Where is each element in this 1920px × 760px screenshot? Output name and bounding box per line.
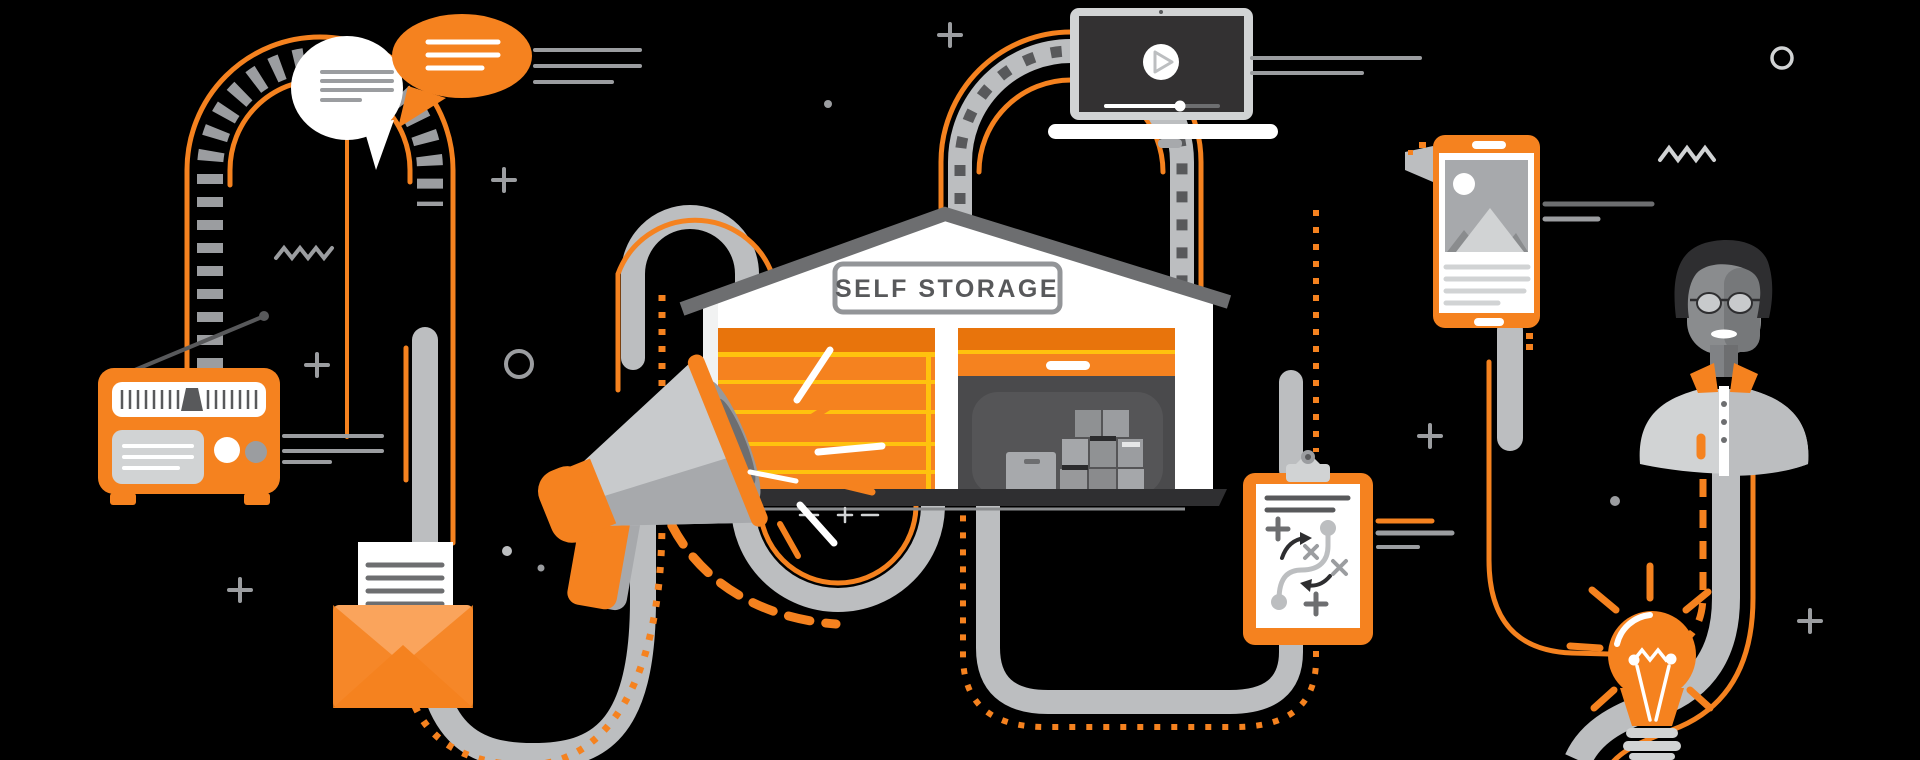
avatar-hair <box>1674 240 1773 318</box>
radio-dial-needle <box>181 388 203 411</box>
avatar-smile <box>1711 329 1737 339</box>
smartphone-icon <box>1405 135 1655 451</box>
bulb-highlight <box>1614 612 1653 647</box>
idea-rays <box>1566 562 1714 712</box>
envelope-flap <box>333 645 473 708</box>
dotted-trail <box>401 295 666 760</box>
garage-door-open <box>958 328 1175 497</box>
storage-sign: SELF STORAGE <box>832 261 1063 315</box>
accent-lines <box>533 48 642 84</box>
storage-building-icon: SELF STORAGE <box>679 206 1232 497</box>
building-roof <box>679 206 1232 316</box>
avatar-collar <box>1690 363 1718 393</box>
laptop-shelf <box>1048 124 1278 139</box>
megaphone-rim <box>687 354 768 527</box>
zigzag-icon <box>274 244 334 262</box>
door-handle <box>1046 361 1090 370</box>
clipboard-clip <box>1286 464 1330 482</box>
megaphone-icon <box>537 346 886 611</box>
accent-lines <box>1375 518 1455 549</box>
lightbulb-icon <box>1566 562 1714 760</box>
bulb-filament <box>1628 647 1677 722</box>
speech-bubbles-icon <box>291 14 642 170</box>
dashed-trail <box>653 485 841 629</box>
roof-arch <box>615 205 775 393</box>
orange-guide-line <box>184 34 456 546</box>
radio-icon <box>98 311 384 505</box>
orange-loop-outline <box>1486 359 1648 658</box>
video-progress-knob <box>1174 100 1186 112</box>
zigzag-icon <box>1658 144 1716 164</box>
glasses-icon <box>1690 292 1760 314</box>
accent-lines <box>282 434 384 464</box>
accent-lines <box>1542 201 1655 222</box>
accent-lines <box>1250 56 1422 75</box>
sound-rays <box>747 346 886 559</box>
laptop-video-icon <box>1048 8 1422 148</box>
radio-knob <box>214 437 240 463</box>
under-building-loop <box>731 504 945 612</box>
plan-road <box>960 210 1319 730</box>
strategy-arrows <box>1280 532 1332 592</box>
decorative-sprinkles <box>227 22 1823 634</box>
storage-sign-text: SELF STORAGE <box>835 275 1059 303</box>
bulb-base <box>1623 728 1681 760</box>
play-button-icon <box>1143 44 1179 80</box>
radio-antenna <box>128 315 264 374</box>
envelope-letter-icon <box>333 542 473 708</box>
strategy-path <box>1276 529 1331 603</box>
ring-icon <box>1770 46 1794 70</box>
image-placeholder-icon <box>1445 160 1528 252</box>
customer-avatar-icon <box>1639 240 1809 476</box>
ring-icon <box>504 349 534 379</box>
clipboard-strategy-icon <box>1243 450 1455 645</box>
radio-knob <box>245 441 267 463</box>
